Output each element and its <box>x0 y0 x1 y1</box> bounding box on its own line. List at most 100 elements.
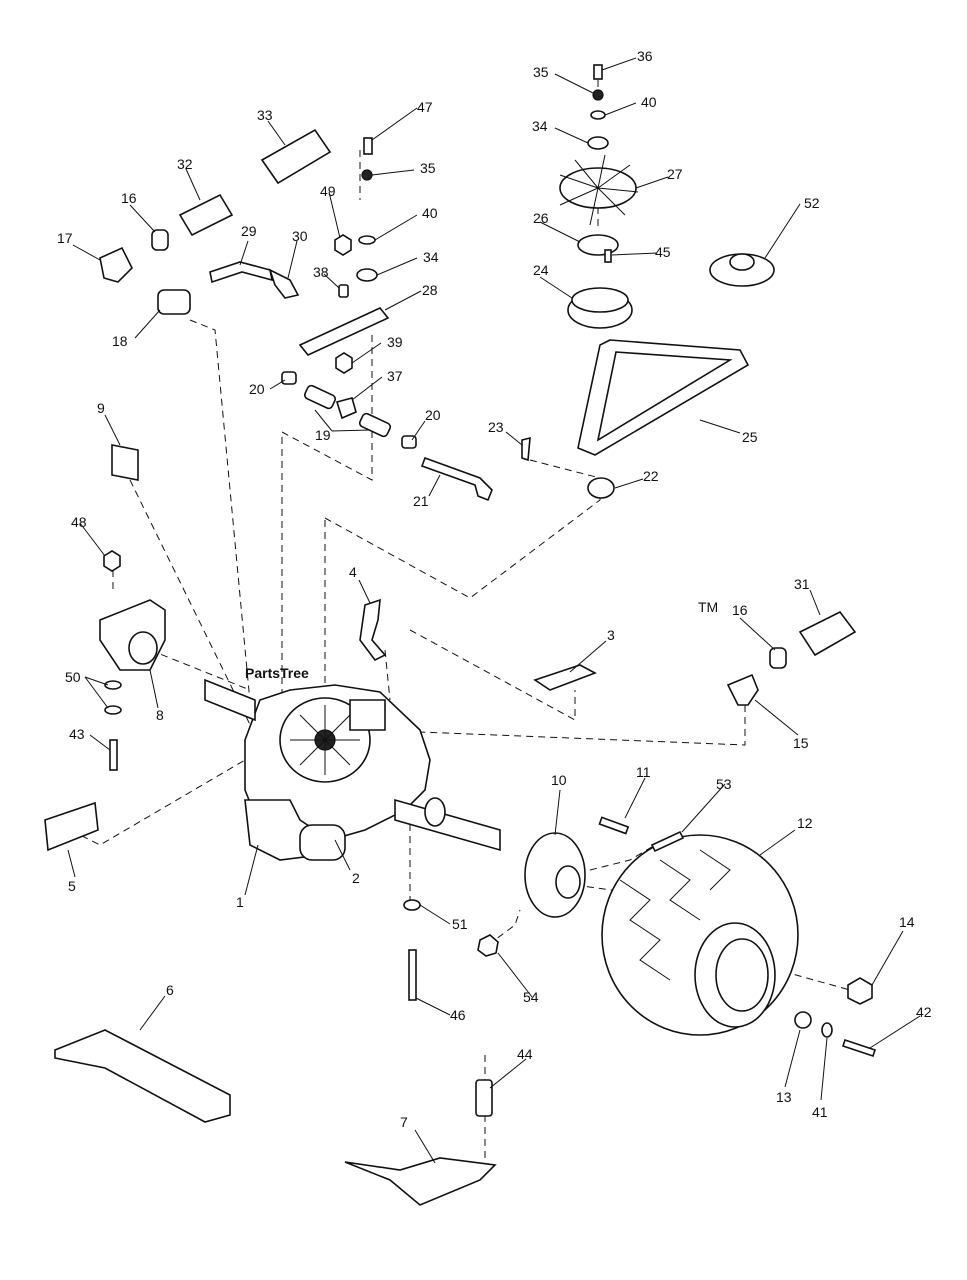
callout-34-top: 34 <box>532 118 548 134</box>
part-53-stud <box>650 830 685 853</box>
part-37-bolt <box>335 397 357 420</box>
callout-49: 49 <box>320 183 336 199</box>
callout-39: 39 <box>387 334 403 350</box>
part-5-plate <box>44 801 99 852</box>
part-32-hose <box>178 193 234 237</box>
part-34-washer-mid <box>356 268 378 282</box>
part-36-screw <box>593 64 603 80</box>
callout-5: 5 <box>68 878 76 894</box>
part-50-washer-a <box>104 680 122 690</box>
callout-23: 23 <box>488 419 504 435</box>
part-35-washer-mid <box>361 169 373 181</box>
part-28-plate <box>298 307 390 356</box>
part-50-washer-b <box>104 705 122 715</box>
part-31-hose <box>798 610 857 657</box>
part-19-spring-right <box>358 412 392 438</box>
callout-30: 30 <box>292 228 308 244</box>
callout-24: 24 <box>533 262 549 278</box>
callout-46: 46 <box>450 1007 466 1023</box>
callout-15: 15 <box>793 735 809 751</box>
part-15-elbow <box>726 673 759 706</box>
callout-19: 19 <box>315 427 331 443</box>
callout-7: 7 <box>400 1114 408 1130</box>
part-9-plate <box>111 444 139 481</box>
part-16-hose-clamp-left <box>151 229 169 251</box>
part-54-nut <box>477 934 499 957</box>
callout-35-mid: 35 <box>420 160 436 176</box>
watermark-trademark: TM <box>698 599 718 615</box>
part-47-screw <box>363 137 373 155</box>
callout-21: 21 <box>413 493 429 509</box>
callout-40-mid: 40 <box>422 205 438 221</box>
callout-45: 45 <box>655 244 671 260</box>
callout-6: 6 <box>166 982 174 998</box>
callout-52: 52 <box>804 195 820 211</box>
callout-18: 18 <box>112 333 128 349</box>
callout-13: 13 <box>776 1089 792 1105</box>
part-51-washer <box>403 899 421 911</box>
watermark-text: PartsTree <box>245 665 309 681</box>
callout-16-left: 16 <box>121 190 137 206</box>
callout-31: 31 <box>794 576 810 592</box>
part-30-bracket <box>268 268 300 299</box>
part-49-nut <box>334 234 352 256</box>
part-20-bushing-left <box>281 371 297 385</box>
callout-17: 17 <box>57 230 73 246</box>
part-21-rod <box>420 456 493 502</box>
callout-2: 2 <box>352 870 360 886</box>
part-46-bolt <box>408 949 417 1001</box>
part-35-washer-top <box>592 89 604 101</box>
part-33-spring <box>260 128 332 185</box>
part-48-nut <box>103 550 121 572</box>
callout-29: 29 <box>241 223 257 239</box>
callout-20-left: 20 <box>249 381 265 397</box>
part-4-bracket <box>359 598 387 662</box>
part-6-channel <box>54 1029 231 1123</box>
callout-10: 10 <box>551 772 567 788</box>
callout-27: 27 <box>667 166 683 182</box>
callout-47: 47 <box>417 99 433 115</box>
part-16-hose-clamp-right <box>769 647 787 669</box>
callout-32: 32 <box>177 156 193 172</box>
part-13-washer <box>794 1011 812 1029</box>
callout-8: 8 <box>156 707 164 723</box>
callout-50: 50 <box>65 669 81 685</box>
callout-28: 28 <box>422 282 438 298</box>
callout-26: 26 <box>533 210 549 226</box>
callout-12: 12 <box>797 815 813 831</box>
part-41-lock-washer <box>821 1022 833 1038</box>
callout-34-mid: 34 <box>423 249 439 265</box>
callout-1: 1 <box>236 894 244 910</box>
callout-25: 25 <box>742 429 758 445</box>
part-34-washer-top <box>587 136 609 150</box>
part-17-elbow <box>99 246 133 283</box>
part-14-lug-nut <box>847 977 873 1005</box>
part-38-spacer <box>338 284 349 298</box>
part-39-nut <box>335 352 353 374</box>
callout-9: 9 <box>97 400 105 416</box>
callout-11: 11 <box>636 764 651 780</box>
callout-54: 54 <box>523 989 539 1005</box>
callout-44: 44 <box>517 1046 533 1062</box>
part-7-plate <box>344 1157 497 1206</box>
callout-33: 33 <box>257 107 273 123</box>
callout-37: 37 <box>387 368 403 384</box>
callout-35-top: 35 <box>533 64 549 80</box>
part-26-hub <box>577 234 619 256</box>
part-11-key <box>598 816 630 835</box>
part-27-fan <box>559 154 639 226</box>
transaxle-body <box>204 678 501 861</box>
part-40-washer-mid <box>358 235 376 245</box>
callout-22: 22 <box>643 468 659 484</box>
part-29-spring-hose <box>209 261 274 284</box>
callout-3: 3 <box>607 627 615 643</box>
callout-14: 14 <box>899 914 915 930</box>
part-22-bearing <box>587 477 615 499</box>
callout-41: 41 <box>812 1104 828 1120</box>
part-23-key <box>521 436 531 462</box>
part-3-plate <box>533 664 597 691</box>
callout-40-top: 40 <box>641 94 657 110</box>
part-18-fitting <box>157 289 191 315</box>
callout-51: 51 <box>452 916 468 932</box>
part-44-spacer <box>475 1079 493 1117</box>
